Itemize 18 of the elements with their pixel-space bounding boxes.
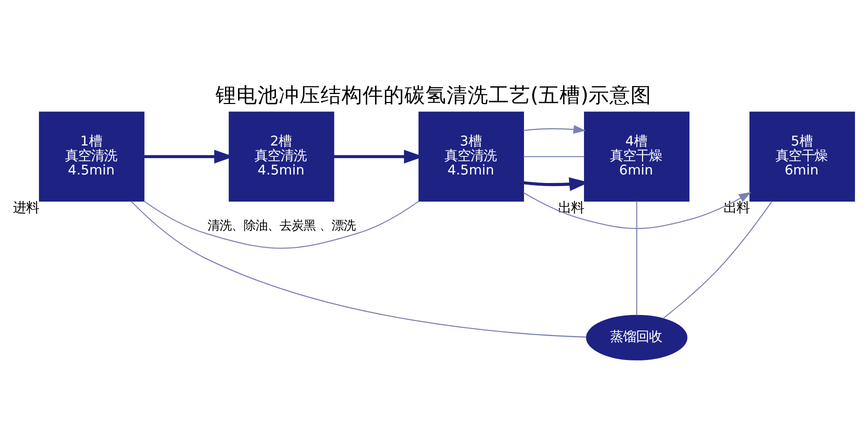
node-box: 3槽 真空清洗 4.5min — [418, 112, 524, 202]
node-ellipse: 蒸馏回收 — [586, 314, 688, 360]
node-box: 5槽 真空干燥 6min — [749, 112, 855, 202]
node-label: 出料 — [724, 200, 750, 216]
connector — [636, 201, 638, 316]
connector — [524, 156, 584, 158]
connector — [662, 200, 772, 319]
node-box: 2槽 真空清洗 4.5min — [228, 112, 334, 202]
arrow — [523, 125, 586, 134]
arrow — [523, 192, 752, 230]
node-box: 4槽 真空干燥 6min — [584, 112, 690, 202]
node-label: 进料 — [13, 200, 40, 216]
node-label: 出料 — [558, 200, 584, 216]
connector — [144, 200, 420, 249]
node-box: 1槽 真空清洗 4.5min — [38, 112, 144, 202]
diagram-title: 锂电池冲压结构件的碳氢清洗工艺(五槽)示意图 — [215, 82, 652, 107]
edge-label: 清洗、除油、去炭黑 、漂洗 — [207, 218, 356, 233]
connector — [130, 200, 586, 338]
